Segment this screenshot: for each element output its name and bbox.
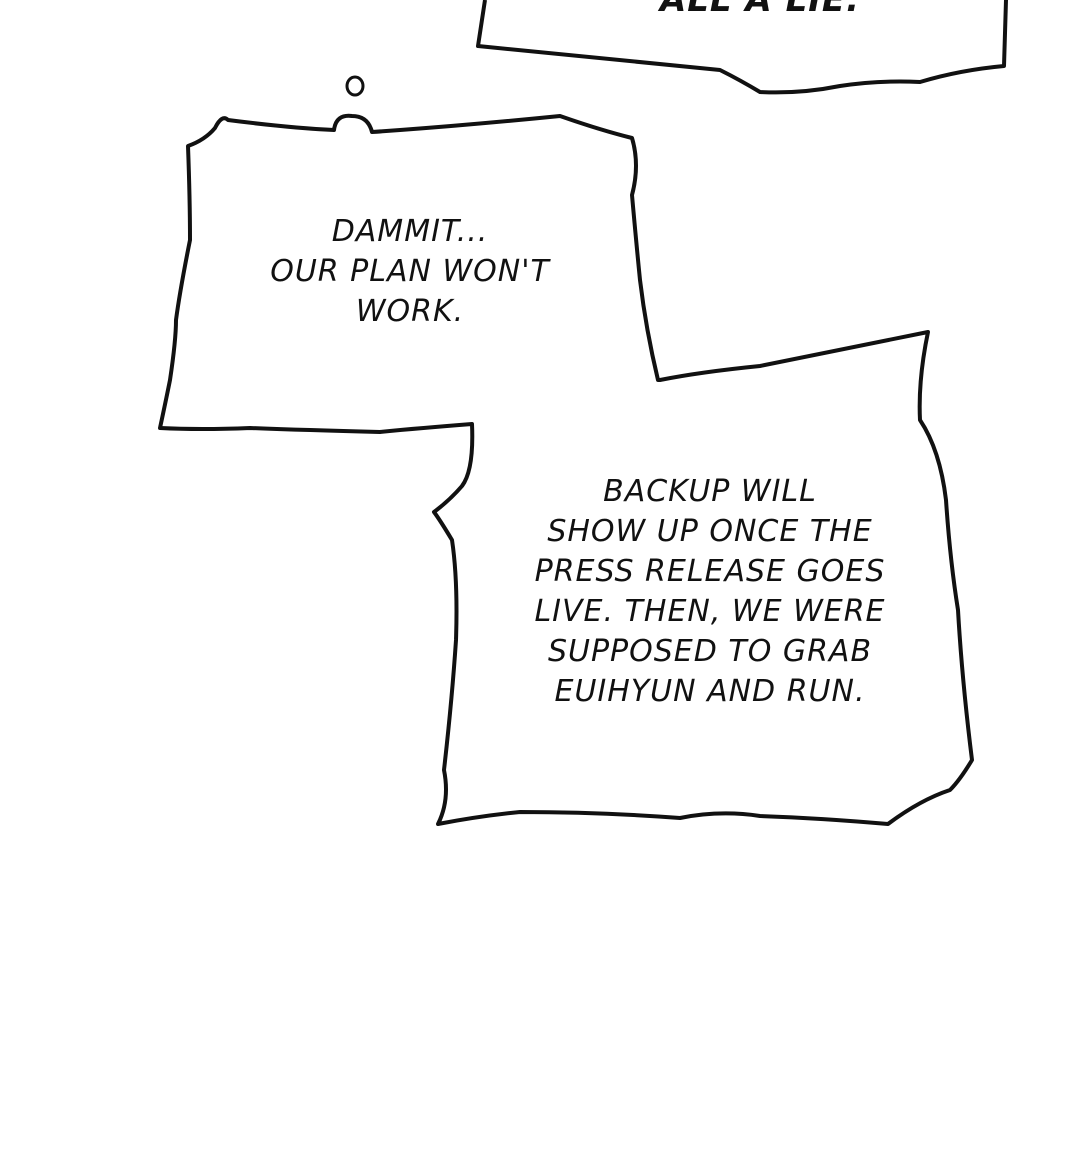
top-bubble-text: ALL A LIE.	[610, 0, 910, 20]
right-bubble-line: SUPPOSED TO GRAB	[547, 634, 873, 669]
left-bubble-text: DAMMIT... OUR PLAN WON'T WORK.	[215, 212, 605, 332]
left-speech-bubble	[158, 113, 974, 826]
right-bubble-line: EUIHYUN AND RUN.	[554, 674, 866, 709]
top-speech-bubble	[476, 0, 1008, 95]
thought-bubble-dot-icon	[345, 75, 365, 97]
left-bubble-line: OUR PLAN WON'T	[270, 254, 550, 289]
right-bubble-line: PRESS RELEASE GOES	[534, 554, 886, 589]
right-bubble-line: BACKUP WILL	[603, 474, 817, 509]
right-bubble-text: BACKUP WILL SHOW UP ONCE THE PRESS RELEA…	[500, 472, 920, 712]
left-bubble-line: WORK.	[355, 294, 465, 329]
right-bubble-line: LIVE. THEN, WE WERE	[534, 594, 886, 629]
top-bubble-line: ALL A LIE.	[659, 0, 861, 20]
left-bubble-line: DAMMIT...	[331, 214, 489, 249]
right-bubble-line: SHOW UP ONCE THE	[547, 514, 873, 549]
